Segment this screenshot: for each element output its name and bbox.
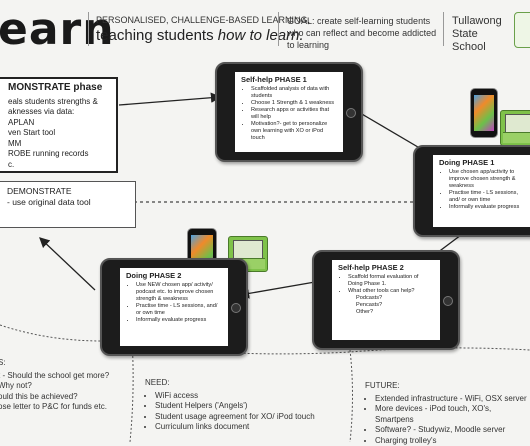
demonstrate-title: MONSTRATE phase bbox=[8, 83, 110, 94]
school-logo bbox=[514, 12, 530, 48]
future-section: FUTURE: Extended infrastructure - WiFi, … bbox=[365, 381, 530, 446]
questions-line: ould this be achieved? bbox=[0, 392, 126, 403]
future-item: More devices - iPod touch, XO's, Smartpe… bbox=[375, 404, 530, 425]
demonstrate-line: APLAN bbox=[8, 118, 110, 129]
selfhelp-phase1-title: Self-help PHASE 1 bbox=[241, 75, 337, 84]
demonstrate-line: ven Start tool bbox=[8, 128, 110, 139]
doing-phase2-screen: Doing PHASE 2 Use NEW chosen app/ activi… bbox=[120, 268, 228, 346]
selfhelp-phase2-subitem: Pencasts? bbox=[356, 302, 434, 309]
selfhelp-phase2-tablet: Self-help PHASE 2 Scaffold formal evalua… bbox=[312, 250, 460, 350]
demonstrate-line: ROBE running records bbox=[8, 149, 110, 160]
doing-phase1-item: Informally evaluate progress bbox=[449, 204, 527, 211]
future-item: Extended infrastructure - WiFi, OSX serv… bbox=[375, 394, 530, 405]
home-button bbox=[346, 108, 356, 118]
selfhelp-phase2-subitem: Podcasts? bbox=[356, 295, 434, 302]
tagline-main: teaching students how to learn. bbox=[96, 27, 304, 44]
selfhelp-phase1-screen: Self-help PHASE 1 Scaffolded analysis of… bbox=[235, 72, 343, 152]
demonstrate-line: aknesses via data: bbox=[8, 107, 110, 118]
demonstrate-repeat-line: - use original data tool bbox=[7, 197, 127, 208]
header-divider-1 bbox=[88, 12, 89, 46]
demonstrate-line: c. bbox=[8, 160, 110, 171]
doing-phase2-item: Practise time - LS sessions, and/ or own… bbox=[136, 303, 222, 317]
school-name: Tullawong State School bbox=[452, 15, 512, 54]
arrow-demo-to-selfhelp1 bbox=[119, 97, 220, 105]
selfhelp-phase1-item: Research apps or activities that will he… bbox=[251, 107, 337, 121]
xo-laptop-icon bbox=[500, 110, 530, 146]
need-item: Student Helpers ('Angels') bbox=[155, 401, 345, 412]
selfhelp-phase2-item: What other tools can help? Podcasts? Pen… bbox=[348, 288, 434, 316]
doing-phase2-title: Doing PHASE 2 bbox=[126, 271, 222, 280]
questions-line: ose letter to P&C for funds etc. bbox=[0, 402, 126, 413]
header-divider-3 bbox=[443, 12, 444, 46]
future-item: Charging trolley's bbox=[375, 436, 530, 446]
arrow-doing2-to-demo2 bbox=[40, 238, 95, 290]
selfhelp-phase2-screen: Self-help PHASE 2 Scaffold formal evalua… bbox=[332, 260, 440, 340]
selfhelp-phase2-item: Scaffold formal evaluation of Doing Phas… bbox=[348, 274, 434, 288]
doing-phase2-item: Informally evaluate progress bbox=[136, 317, 222, 324]
selfhelp-phase2-subitem: Other? bbox=[356, 309, 434, 316]
doing-phase1-item: Practise time - LS sessions, and/ or own… bbox=[449, 190, 527, 204]
home-button bbox=[443, 296, 453, 306]
demonstrate-repeat-line: DEMONSTRATE bbox=[7, 186, 127, 197]
demonstrate-line: MM bbox=[8, 139, 110, 150]
need-section: NEED: WiFi access Student Helpers ('Ange… bbox=[145, 378, 345, 433]
demonstrate-line: eals students strengths & bbox=[8, 97, 110, 108]
selfhelp-phase2-title: Self-help PHASE 2 bbox=[338, 263, 434, 272]
questions-section: S: t - Should the school get more? Why n… bbox=[0, 358, 126, 413]
future-heading: FUTURE: bbox=[365, 381, 530, 392]
doing-phase2-item: Use NEW chosen app/ activity/ podcast et… bbox=[136, 282, 222, 303]
future-item: Software? - Studywiz, Moodle server bbox=[375, 425, 530, 436]
need-item: WiFi access bbox=[155, 391, 345, 402]
need-item: Student usage agreement for XO/ iPod tou… bbox=[155, 412, 345, 423]
bottom-divider-right bbox=[350, 350, 353, 442]
selfhelp-phase1-item: Motivation?- get to personalize own lear… bbox=[251, 121, 337, 142]
doing-phase1-screen: Doing PHASE 1 Use chosen app/activity to… bbox=[433, 155, 530, 227]
need-item: Curriculum links document bbox=[155, 422, 345, 433]
iphone-icon bbox=[470, 88, 498, 138]
goal-text: GOAL: create self-learning students who … bbox=[287, 15, 437, 51]
doing-phase2-tablet: Doing PHASE 2 Use NEW chosen app/ activi… bbox=[100, 258, 248, 356]
questions-heading: S: bbox=[0, 358, 126, 369]
demonstrate-repeat-box: DEMONSTRATE - use original data tool bbox=[0, 181, 136, 228]
doing-phase1-tablet: Doing PHASE 1 Use chosen app/activity to… bbox=[413, 145, 530, 237]
selfhelp-phase1-item: Choose 1 Strength & 1 weakness bbox=[251, 100, 337, 107]
demonstrate-phase-box: MONSTRATE phase eals students strengths … bbox=[0, 77, 118, 173]
arrow-selfhelp2-to-doing2 bbox=[240, 282, 315, 295]
header-divider-2 bbox=[278, 12, 279, 46]
need-heading: NEED: bbox=[145, 378, 345, 389]
selfhelp-phase1-item: Scaffolded analysis of data with student… bbox=[251, 86, 337, 100]
questions-line: Why not? bbox=[0, 381, 126, 392]
doing-phase1-title: Doing PHASE 1 bbox=[439, 158, 527, 167]
home-button bbox=[231, 303, 241, 313]
doing-phase1-item: Use chosen app/activity to improve chose… bbox=[449, 169, 527, 190]
questions-line: t - Should the school get more? bbox=[0, 371, 126, 382]
selfhelp-phase1-tablet: Self-help PHASE 1 Scaffolded analysis of… bbox=[215, 62, 363, 162]
